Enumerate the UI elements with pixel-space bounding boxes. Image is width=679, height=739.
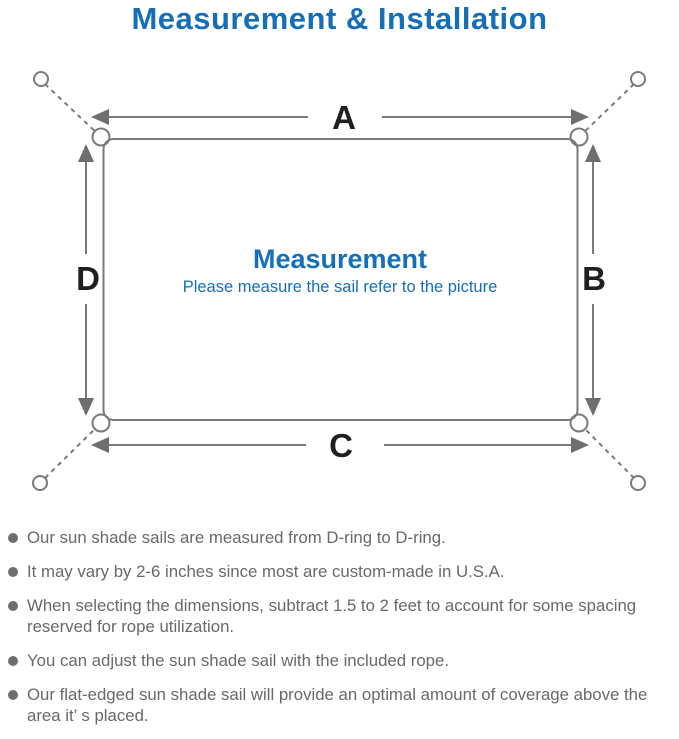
bullet-icon xyxy=(8,656,18,666)
bullet-icon xyxy=(8,690,18,700)
page-title: Measurement & Installation xyxy=(131,1,548,36)
list-item: When selecting the dimensions, subtract … xyxy=(8,595,668,637)
list-item: Our sun shade sails are measured from D-… xyxy=(8,527,668,548)
note-text: When selecting the dimensions, subtract … xyxy=(27,596,637,636)
bullet-icon xyxy=(8,601,18,611)
note-text: Our flat-edged sun shade sail will provi… xyxy=(27,685,648,725)
side-label-b: B xyxy=(582,260,606,297)
measurement-notes-list: Our sun shade sails are measured from D-… xyxy=(8,527,668,739)
side-label-c: C xyxy=(329,427,353,464)
list-item: You can adjust the sun shade sail with t… xyxy=(8,650,668,671)
sail-measurement-diagram: A B C D Measurement Please measure the s… xyxy=(32,71,646,491)
rope-dashed-line-bottom-left xyxy=(44,423,101,479)
note-text: Our sun shade sails are measured from D-… xyxy=(27,528,446,547)
measure-arrow-a xyxy=(91,109,589,125)
list-item: Our flat-edged sun shade sail will provi… xyxy=(8,684,668,726)
bullet-icon xyxy=(8,567,18,577)
measure-arrow-b xyxy=(585,144,601,416)
note-text: It may vary by 2-6 inches since most are… xyxy=(27,562,505,581)
rope-dashed-line-top-right xyxy=(579,83,635,137)
note-text: You can adjust the sun shade sail with t… xyxy=(27,651,449,670)
sail-outline xyxy=(102,138,579,421)
rope-dashed-line-top-left xyxy=(44,83,101,137)
list-item: It may vary by 2-6 inches since most are… xyxy=(8,561,668,582)
d-ring-icon-top-left xyxy=(91,127,111,147)
anchor-point-icon-bottom-left xyxy=(32,475,48,491)
diagram-center-caption: Please measure the sail refer to the pic… xyxy=(183,278,498,296)
bullet-icon xyxy=(8,533,18,543)
d-ring-icon-bottom-left xyxy=(91,413,111,433)
d-ring-icon-top-right xyxy=(569,127,589,147)
side-label-d: D xyxy=(76,260,100,297)
d-ring-icon-bottom-right xyxy=(569,413,589,433)
diagram-center-title: Measurement xyxy=(253,244,427,274)
anchor-point-icon-top-right xyxy=(630,71,646,87)
side-label-a: A xyxy=(332,99,356,136)
rope-dashed-line-bottom-right xyxy=(579,423,635,479)
measure-arrow-d xyxy=(78,144,94,416)
anchor-point-icon-top-left xyxy=(33,71,49,87)
measure-arrow-c xyxy=(91,437,589,453)
anchor-point-icon-bottom-right xyxy=(630,475,646,491)
